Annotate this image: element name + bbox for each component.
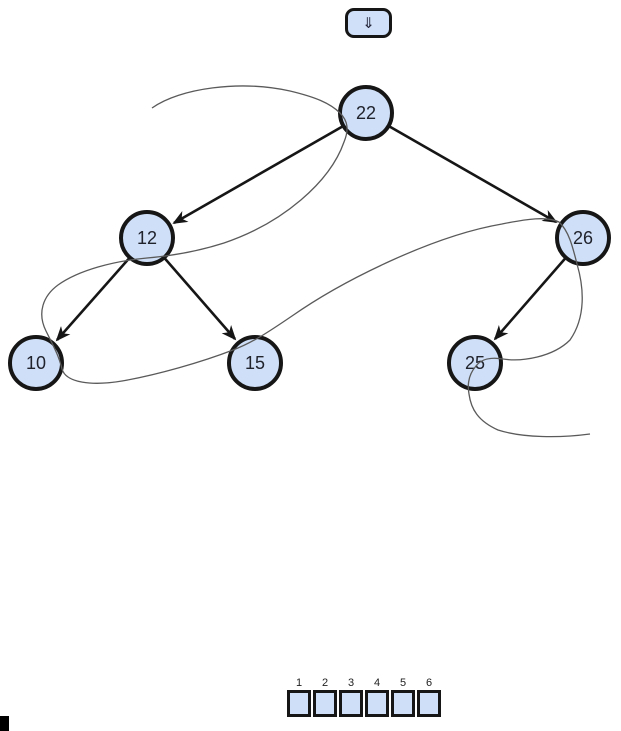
double-down-arrow-icon: ⇓ (362, 13, 375, 32)
array-index: 1 (295, 677, 303, 689)
node-label: 25 (465, 353, 485, 373)
array-cell (365, 690, 389, 717)
array-cell (417, 690, 441, 717)
tree-node-22: 22 (338, 85, 394, 141)
node-circle (555, 210, 611, 266)
traversal-path (41, 85, 591, 438)
array-cell (287, 690, 311, 717)
node-label: 10 (26, 353, 46, 373)
node-label: 26 (573, 228, 593, 248)
tree-node-12: 12 (119, 210, 175, 266)
result-array: 1 2 3 4 5 6 (287, 677, 441, 717)
array-index-row: 1 2 3 4 5 6 (287, 677, 441, 689)
node-circle (8, 335, 64, 391)
tree-nodes: 22 12 26 10 15 25 (8, 85, 611, 391)
tree-node-25: 25 (447, 335, 503, 391)
tree-node-15: 15 (227, 335, 283, 391)
node-label: 22 (356, 103, 376, 123)
array-cell-row (287, 690, 441, 717)
node-circle (119, 210, 175, 266)
array-index: 4 (373, 677, 381, 689)
array-cell (391, 690, 415, 717)
array-index: 6 (425, 677, 433, 689)
tree-node-10: 10 (8, 335, 64, 391)
array-cell (313, 690, 337, 717)
step-button[interactable]: ⇓ (345, 8, 392, 38)
edge-22-26 (365, 111, 558, 224)
array-index: 2 (321, 677, 329, 689)
array-index: 3 (347, 677, 355, 689)
tree-node-26: 26 (555, 210, 611, 266)
node-label: 12 (137, 228, 157, 248)
node-label: 15 (245, 353, 265, 373)
node-circle (227, 335, 283, 391)
array-cell (339, 690, 363, 717)
node-circle (447, 335, 503, 391)
array-index: 5 (399, 677, 407, 689)
edge-22-12 (172, 111, 367, 225)
corner-mark (0, 716, 9, 731)
